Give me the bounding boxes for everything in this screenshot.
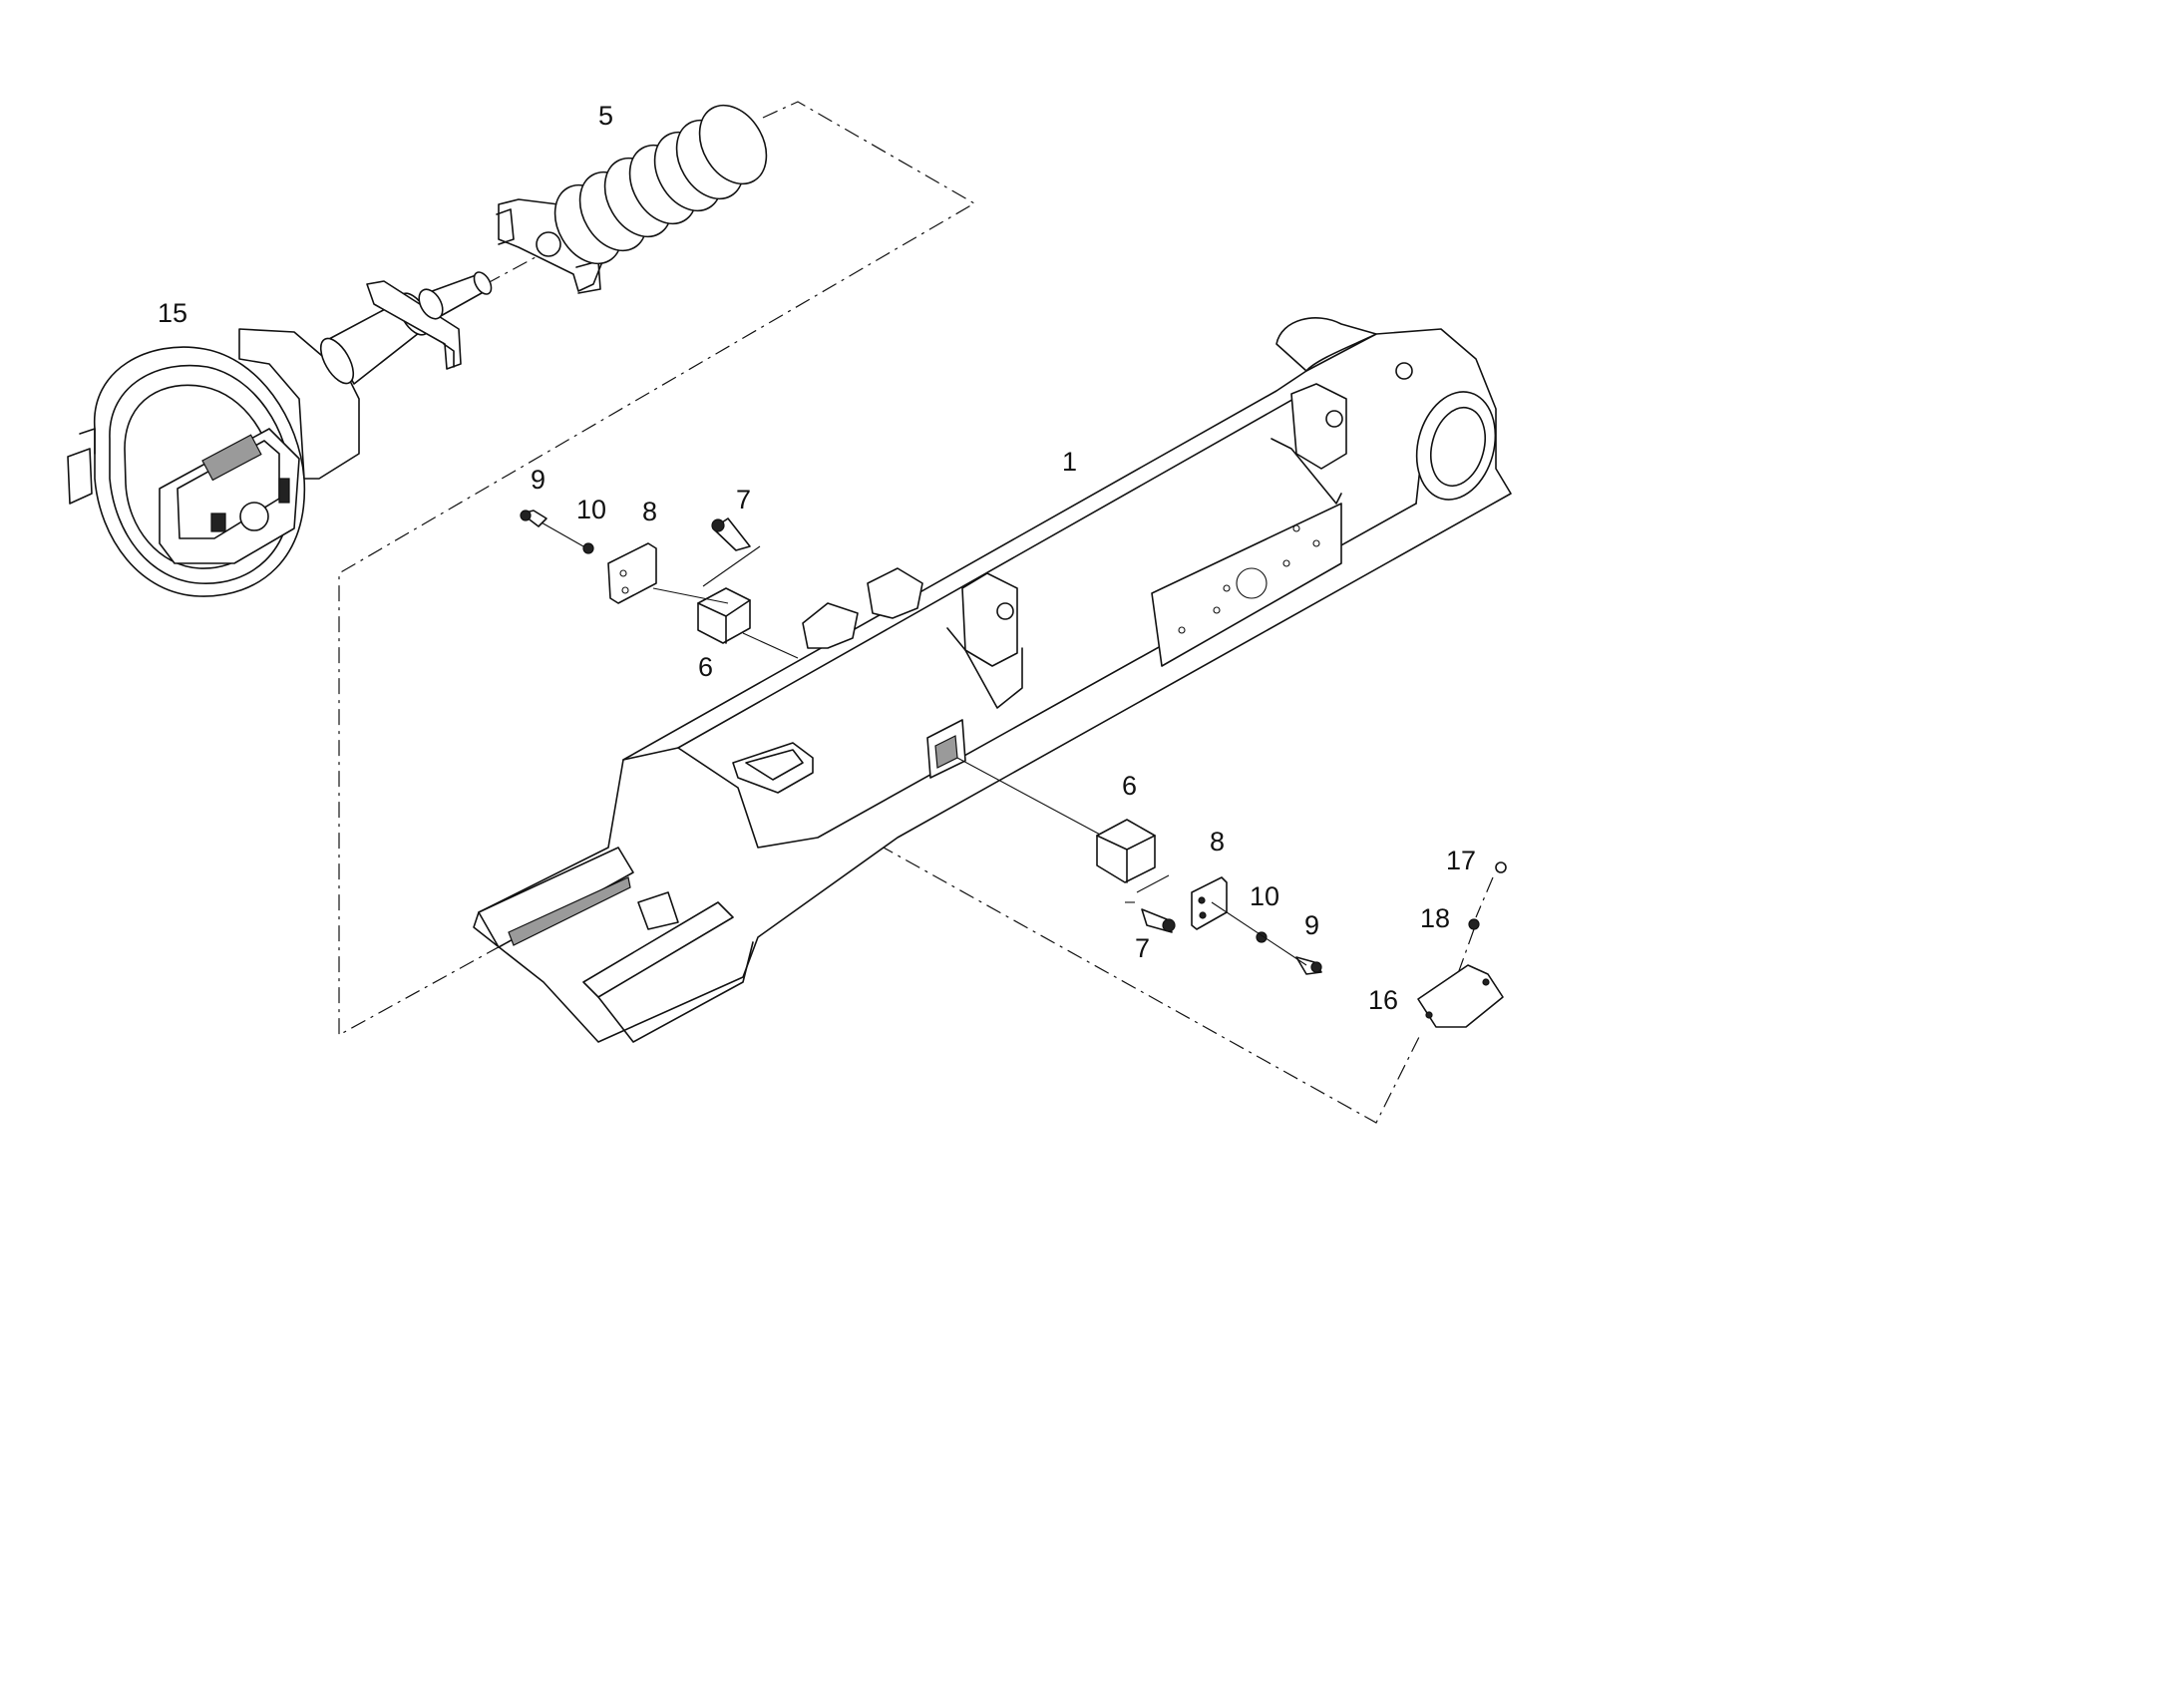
callout-17: 17 bbox=[1446, 846, 1476, 875]
callout-5: 5 bbox=[598, 101, 613, 131]
assembly-leader-lines bbox=[338, 101, 1494, 1124]
callout-8-upper: 8 bbox=[642, 497, 657, 526]
callout-7-upper: 7 bbox=[736, 485, 751, 514]
callout-9-upper: 9 bbox=[531, 465, 545, 495]
callout-8-lower: 8 bbox=[1210, 827, 1225, 856]
cover-plate-assembly bbox=[1417, 861, 1507, 1028]
callout-6-lower: 6 bbox=[1122, 771, 1137, 801]
callout-10-lower: 10 bbox=[1250, 881, 1279, 911]
callout-7-lower: 7 bbox=[1135, 933, 1150, 963]
callout-1: 1 bbox=[1062, 447, 1077, 477]
callout-9-lower: 9 bbox=[1304, 910, 1319, 940]
track-frame bbox=[473, 317, 1512, 1043]
lower-fastener-set bbox=[956, 757, 1322, 975]
callout-6-upper: 6 bbox=[698, 652, 713, 682]
callout-18: 18 bbox=[1420, 903, 1450, 933]
upper-fastener-set bbox=[520, 510, 799, 659]
callout-16: 16 bbox=[1368, 985, 1398, 1015]
callout-10-upper: 10 bbox=[576, 495, 606, 524]
callout-15: 15 bbox=[158, 298, 187, 328]
idler-wheel-assembly bbox=[67, 271, 493, 597]
recoil-spring bbox=[496, 104, 768, 294]
callout-labels: 5 15 1 9 10 8 7 6 6 8 10 9 7 17 18 16 bbox=[158, 101, 1476, 1015]
exploded-parts-diagram: 5 15 1 9 10 8 7 6 6 8 10 9 7 17 18 16 bbox=[67, 101, 1512, 1124]
